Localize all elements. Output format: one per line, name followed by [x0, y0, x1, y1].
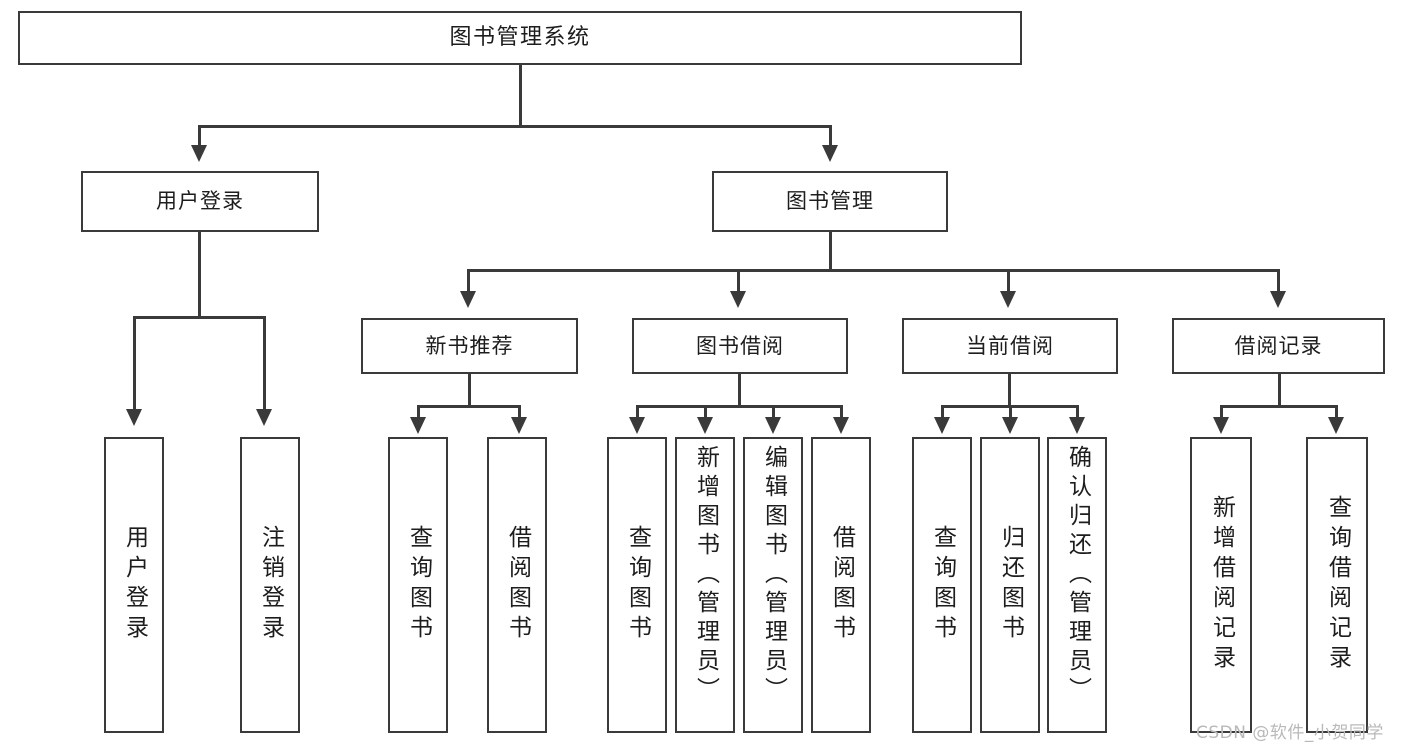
node-label: 借阅图书: [504, 525, 531, 645]
csdn-watermark: CSDN @软件_小贺同学: [1196, 723, 1384, 743]
node-label: 新书推荐: [425, 333, 514, 358]
node-borrow-record[interactable]: 借阅记录: [1172, 318, 1385, 374]
node-current-borrow[interactable]: 当前借阅: [902, 318, 1118, 374]
node-book-borrow[interactable]: 图书借阅: [632, 318, 848, 374]
leaf-br-query-record[interactable]: 查询借阅记录: [1306, 437, 1368, 733]
arrowhead-cb-leaf-3: [1069, 417, 1085, 434]
connector-book-management-bar: [467, 269, 1280, 272]
leaf-cb-return-book[interactable]: 归还图书: [980, 437, 1040, 733]
node-label: 归还图书: [997, 525, 1024, 645]
connector-bm-to-l3-2: [737, 269, 740, 293]
arrowhead-bb-leaf-4: [833, 417, 849, 434]
connector-cb-leaf-3: [1076, 405, 1079, 419]
arrowhead-cb-leaf-1: [934, 417, 950, 434]
connector-root-to-user-login: [198, 125, 201, 147]
arrowhead-root-to-user-login: [191, 145, 207, 162]
arrowhead-br-leaf-1: [1213, 417, 1229, 434]
leaf-br-add-record[interactable]: 新增借阅记录: [1190, 437, 1252, 733]
arrowhead-bm-l3-3: [1000, 291, 1016, 308]
node-book-management[interactable]: 图书管理: [712, 171, 948, 232]
connector-root-bar: [198, 125, 832, 128]
leaf-cb-query-book[interactable]: 查询图书: [912, 437, 972, 733]
connector-user-login-stem: [198, 232, 201, 319]
node-label: 用户登录: [156, 189, 244, 214]
connector-user-login-to-leaf-1: [133, 316, 136, 411]
arrowhead-user-login-leaf-2: [256, 409, 272, 426]
arrowhead-br-leaf-2: [1328, 417, 1344, 434]
arrowhead-bm-l3-4: [1270, 291, 1286, 308]
connector-cb-stem: [1008, 374, 1011, 408]
node-root-book-management-system[interactable]: 图书管理系统: [18, 11, 1022, 65]
leaf-nbr-query-book[interactable]: 查询图书: [388, 437, 448, 733]
connector-cb-leaf-2: [1009, 405, 1012, 419]
connector-bm-to-l3-3: [1007, 269, 1010, 293]
connector-user-login-bar: [133, 316, 266, 319]
connector-root-stem: [519, 65, 522, 127]
node-label: 图书管理系统: [449, 25, 591, 51]
connector-nbr-stem: [468, 374, 471, 408]
node-label: 当前借阅: [966, 333, 1054, 358]
connector-root-to-book-management: [829, 125, 832, 147]
node-label: 查询借阅记录: [1324, 495, 1351, 675]
node-label: 新增图书（管理员）: [692, 445, 719, 706]
node-label: 注销登录: [257, 525, 284, 645]
leaf-bb-query-book[interactable]: 查询图书: [607, 437, 667, 733]
node-label: 编辑图书（管理员）: [760, 445, 787, 706]
arrowhead-bb-leaf-3: [765, 417, 781, 434]
leaf-bb-add-book-admin[interactable]: 新增图书（管理员）: [675, 437, 735, 733]
connector-bm-to-l3-4: [1277, 269, 1280, 293]
connector-user-login-to-leaf-2: [263, 316, 266, 411]
arrowhead-bb-leaf-1: [629, 417, 645, 434]
arrowhead-root-to-book-management: [822, 145, 838, 162]
node-label: 查询图书: [624, 525, 651, 645]
connector-book-management-stem: [829, 232, 832, 272]
node-label: 图书管理: [786, 189, 874, 214]
node-label: 借阅图书: [828, 525, 855, 645]
connector-nbr-bar: [417, 405, 521, 408]
node-user-login[interactable]: 用户登录: [81, 171, 319, 232]
connector-bm-to-l3-1: [467, 269, 470, 293]
connector-br-leaf-2: [1335, 405, 1338, 419]
leaf-user-login-user-login[interactable]: 用户登录: [104, 437, 164, 733]
node-label: 用户登录: [121, 525, 148, 645]
connector-br-leaf-1: [1220, 405, 1223, 419]
connector-bb-leaf-4: [840, 405, 843, 419]
connector-bb-leaf-2: [704, 405, 707, 419]
connector-bb-leaf-3: [772, 405, 775, 419]
node-label: 确认归还（管理员）: [1064, 445, 1091, 706]
node-label: 借阅记录: [1234, 333, 1323, 358]
arrowhead-nbr-leaf-2: [511, 417, 527, 434]
leaf-bb-borrow-book[interactable]: 借阅图书: [811, 437, 871, 733]
connector-nbr-leaf-1: [417, 405, 420, 419]
connector-bb-stem: [738, 374, 741, 408]
connector-bb-leaf-1: [636, 405, 639, 419]
arrowhead-bb-leaf-2: [697, 417, 713, 434]
node-label: 图书借阅: [696, 333, 784, 358]
connector-nbr-leaf-2: [518, 405, 521, 419]
node-label: 新增借阅记录: [1208, 495, 1235, 675]
leaf-user-login-logout[interactable]: 注销登录: [240, 437, 300, 733]
leaf-cb-confirm-return-admin[interactable]: 确认归还（管理员）: [1047, 437, 1107, 733]
node-new-book-recommend[interactable]: 新书推荐: [361, 318, 578, 374]
node-label: 查询图书: [929, 525, 956, 645]
connector-br-bar: [1220, 405, 1338, 408]
arrowhead-user-login-leaf-1: [126, 409, 142, 426]
connector-cb-leaf-1: [941, 405, 944, 419]
arrowhead-bm-l3-1: [460, 291, 476, 308]
connector-br-stem: [1278, 374, 1281, 408]
leaf-bb-edit-book-admin[interactable]: 编辑图书（管理员）: [743, 437, 803, 733]
arrowhead-nbr-leaf-1: [410, 417, 426, 434]
leaf-nbr-borrow-book[interactable]: 借阅图书: [487, 437, 547, 733]
node-label: 查询图书: [405, 525, 432, 645]
connector-bb-bar: [636, 405, 842, 408]
arrowhead-cb-leaf-2: [1002, 417, 1018, 434]
arrowhead-bm-l3-2: [730, 291, 746, 308]
